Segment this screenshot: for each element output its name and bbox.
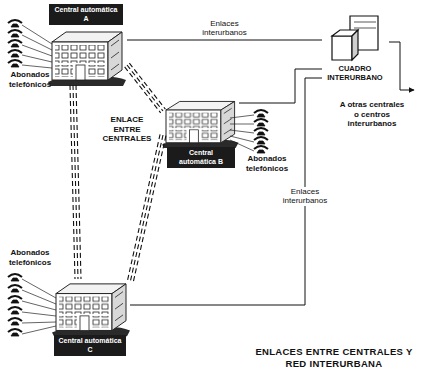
- telephone-icon: [8, 40, 22, 43]
- note-label: A otras centrales o centros interurbanos: [338, 100, 406, 129]
- telephone-icon: [254, 128, 268, 131]
- switchboard-desk: [354, 22, 376, 23]
- telephone-icon: [257, 123, 265, 126]
- switchboard-label: CUADRO INTERURBANO: [322, 62, 388, 84]
- subscriber-line: [22, 55, 52, 62]
- subscriber-line: [230, 130, 254, 133]
- exchange-plaque: Central automática A: [49, 4, 123, 25]
- connector: [239, 69, 322, 103]
- building-area: [322, 14, 388, 62]
- telephone-icon: [11, 322, 19, 325]
- exchange-building: [162, 101, 238, 147]
- junction-line: [127, 65, 163, 111]
- trunk-line: [239, 69, 322, 103]
- subscriber-line: [230, 136, 254, 142]
- telephone-icon: [8, 30, 22, 33]
- telephone-icon: [8, 60, 22, 63]
- subscriber-line: [22, 326, 56, 334]
- telephone-subscribers: [8, 20, 268, 336]
- junction-line: [127, 134, 160, 282]
- connector: [70, 85, 81, 279]
- junction-line: [70, 85, 75, 279]
- subscriber-label: Abonados telefónicos: [238, 154, 296, 173]
- subscriber-line: [22, 45, 52, 56]
- switchboard-desk: [332, 16, 378, 60]
- leader-arrow: [389, 42, 414, 90]
- telephone-icon: [254, 119, 268, 122]
- junction-line: [129, 63, 165, 109]
- subscriber-label: Abonados telefónicos: [2, 248, 58, 267]
- switchboard-desk: [354, 28, 376, 29]
- telephone-icon: [257, 114, 265, 117]
- exchange-building: [52, 284, 130, 336]
- telephone-icon: [254, 137, 268, 140]
- exchange-building: [48, 32, 126, 86]
- trunk-line: [127, 40, 322, 41]
- telephone-icon: [11, 300, 19, 303]
- subscriber-line: [22, 279, 56, 298]
- exchange-plaque: Central automática C: [54, 335, 126, 356]
- exchange-node: Central automática B: [163, 97, 239, 168]
- figure-caption: ENLACES ENTRE CENTRALES Y RED INTERURBAN…: [246, 346, 422, 370]
- connector: [127, 40, 322, 41]
- subscriber-line: [230, 115, 254, 118]
- telephone-icon: [257, 150, 265, 153]
- subscriber-line: [22, 25, 52, 44]
- telephone-icon: [8, 329, 22, 332]
- switchboard-desk: [352, 30, 358, 60]
- exchange-node: Central automática C: [50, 279, 130, 356]
- telephone-icon: [11, 333, 19, 336]
- junction-line: [130, 135, 163, 283]
- telephone-icon: [11, 64, 19, 67]
- subscriber-line: [22, 290, 56, 304]
- telephone-icon: [8, 296, 22, 299]
- telephone-icon: [254, 110, 268, 113]
- telephone-icon: [8, 307, 22, 310]
- junction-line: [133, 136, 166, 284]
- link-label: ENLACE ENTRE CENTRALES: [98, 115, 156, 144]
- telephone-icon: [257, 141, 265, 144]
- exchange-plaque: Central automática B: [167, 147, 235, 168]
- connector: [127, 134, 166, 283]
- exchange-node: Central automática A: [45, 4, 127, 85]
- subscriber-line: [22, 65, 52, 68]
- telephone-icon: [11, 54, 19, 57]
- switchboard-desk: [332, 36, 352, 60]
- telephone-icon: [8, 20, 22, 23]
- subscriber-line: [230, 124, 254, 125]
- telephone-icon: [11, 24, 19, 27]
- telephone-icon: [11, 44, 19, 47]
- telephone-icon: [11, 289, 19, 292]
- telephone-icon: [257, 132, 265, 135]
- edge-label: Enlaces interurbanos: [188, 19, 262, 38]
- telephone-icon: [11, 311, 19, 314]
- telephone-icon: [11, 278, 19, 281]
- telephone-icon: [8, 318, 22, 321]
- subscriber-line: [22, 35, 52, 50]
- telephone-icon: [8, 285, 22, 288]
- telephone-icon: [8, 274, 22, 277]
- telephone-icon: [11, 34, 19, 37]
- subscriber-line: [22, 312, 56, 316]
- connector: [125, 63, 166, 113]
- subscriber-line: [22, 322, 56, 323]
- edge-label: Enlaces interurbanos: [268, 187, 342, 206]
- telephone-icon: [254, 146, 268, 149]
- switchboard-node: CUADRO INTERURBANO: [322, 14, 388, 84]
- telephone-icon: [8, 50, 22, 53]
- subscriber-line: [22, 301, 56, 310]
- building-area: [163, 97, 239, 147]
- subscriber-label: Abonados telefónicos: [2, 70, 58, 89]
- junction-line: [125, 67, 161, 113]
- building-area: [45, 25, 127, 85]
- building-area: [50, 279, 130, 335]
